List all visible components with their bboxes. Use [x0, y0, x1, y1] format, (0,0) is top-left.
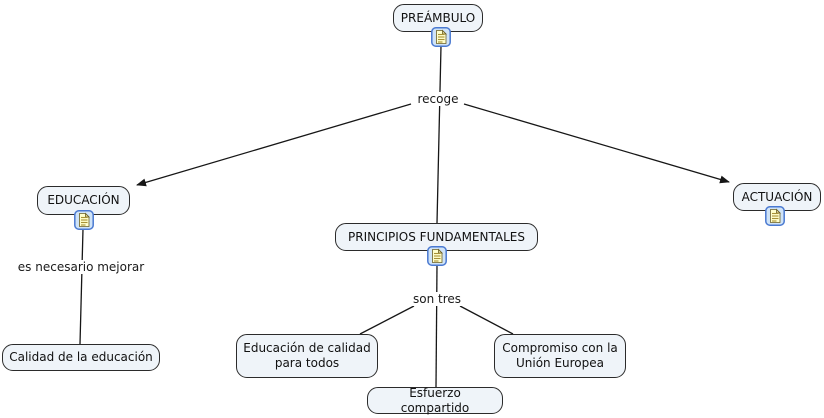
concept-node-esfuerzo-compartido[interactable]: Esfuerzo compartido — [367, 385, 503, 415]
line-sontres-to-educacion-calidad — [359, 305, 415, 335]
line-sontres-to-compromiso — [459, 305, 514, 335]
link-phrase-recoge[interactable]: recoge — [414, 92, 462, 106]
concept-node-label: ACTUACIÓN — [741, 189, 813, 204]
document-resource-icon[interactable] — [765, 206, 785, 226]
concept-node-calidad-de-la-educacion[interactable]: Calidad de la educación — [2, 344, 160, 371]
document-resource-icon[interactable] — [431, 27, 451, 47]
concept-node-label: Educación de calidad para todos — [243, 341, 371, 370]
line-principios-to-esfuerzo — [435, 264, 438, 388]
line-educacion-to-calidad — [79, 228, 84, 345]
concept-node-label: PRINCIPIOS FUNDAMENTALES — [348, 229, 525, 244]
line-recoge-to-educacion — [136, 103, 412, 187]
concept-node-compromiso-union-europea[interactable]: Compromiso con la Unión Europea — [494, 334, 626, 378]
document-resource-icon[interactable] — [74, 210, 94, 230]
document-resource-icon[interactable] — [427, 246, 447, 266]
concept-node-label: EDUCACIÓN — [47, 193, 120, 207]
concept-node-label: Esfuerzo compartido — [400, 385, 470, 415]
link-phrase-es-necesario-mejorar[interactable]: es necesario mejorar — [14, 260, 148, 274]
line-preambulo-to-principios — [436, 45, 442, 224]
link-phrase-son-tres[interactable]: son tres — [409, 292, 465, 306]
concept-node-label: Compromiso con la Unión Europea — [502, 341, 618, 370]
concept-node-educacion-de-calidad-para-todos[interactable]: Educación de calidad para todos — [236, 334, 378, 378]
concept-node-label: PREÁMBULO — [400, 10, 476, 25]
concept-node-label: Calidad de la educación — [9, 350, 153, 364]
line-recoge-to-actuacion — [463, 103, 730, 184]
